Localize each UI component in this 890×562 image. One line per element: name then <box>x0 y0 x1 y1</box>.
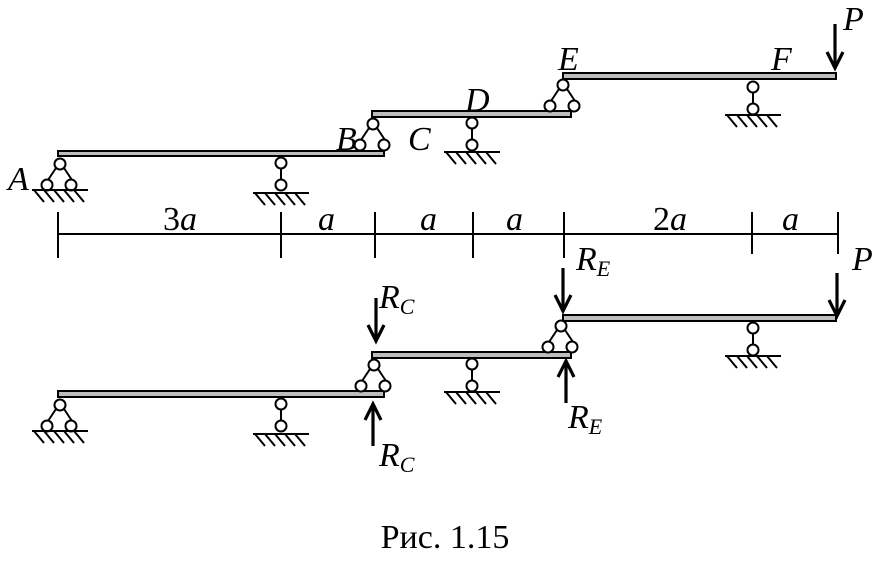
top-scheme: A B C D E F P <box>6 1 864 206</box>
label-e: E <box>557 41 579 78</box>
label-re-bottom: RE <box>567 399 603 439</box>
reaction-rc-down-arrow <box>366 298 386 345</box>
support-a-bottom <box>31 398 89 444</box>
dim-2a: 2a <box>653 201 687 238</box>
support-f <box>724 80 782 128</box>
reaction-rc-up-arrow <box>363 400 383 446</box>
beam-ab <box>57 150 385 157</box>
label-p-top: P <box>842 1 864 38</box>
support-d-bottom <box>443 357 501 405</box>
beam-ab-bottom <box>57 390 385 398</box>
dim-3a: 3a <box>163 201 197 238</box>
support-ab-link <box>252 156 310 206</box>
reaction-re-down-arrow <box>553 268 573 315</box>
label-p-bottom: P <box>851 241 873 278</box>
label-rc-bottom: RC <box>378 437 415 477</box>
label-a: A <box>6 161 29 198</box>
label-d: D <box>464 82 490 119</box>
support-ab-link-bottom <box>252 397 310 447</box>
label-re-top: RE <box>575 241 611 281</box>
hinge-e-bottom <box>541 319 579 354</box>
support-d <box>443 116 501 165</box>
support-f-bottom <box>724 321 782 369</box>
beam-ef <box>562 72 837 80</box>
label-rc-top: RC <box>378 279 415 319</box>
dim-a-1: a <box>318 201 335 238</box>
label-b: B <box>336 121 357 158</box>
hinge-c-bottom <box>354 358 392 393</box>
reaction-re-up-arrow <box>556 357 576 403</box>
figure-caption: Рис. 1.15 <box>381 519 510 556</box>
label-f: F <box>770 41 793 78</box>
force-p-arrow-bottom <box>827 273 847 320</box>
force-p-arrow <box>825 24 845 72</box>
dimension-line: 3a a a a 2a a <box>57 201 839 258</box>
label-c: C <box>408 121 431 158</box>
bottom-scheme: RC RC RE RE P <box>31 241 873 477</box>
dim-a-2: a <box>420 201 437 238</box>
hinge-e <box>543 78 581 113</box>
dim-a-3: a <box>506 201 523 238</box>
beam-ef-bottom <box>562 314 837 322</box>
dim-a-4: a <box>782 201 799 238</box>
support-a <box>31 157 89 203</box>
hinge-b <box>353 117 391 152</box>
beam-cd-bottom <box>371 351 572 359</box>
